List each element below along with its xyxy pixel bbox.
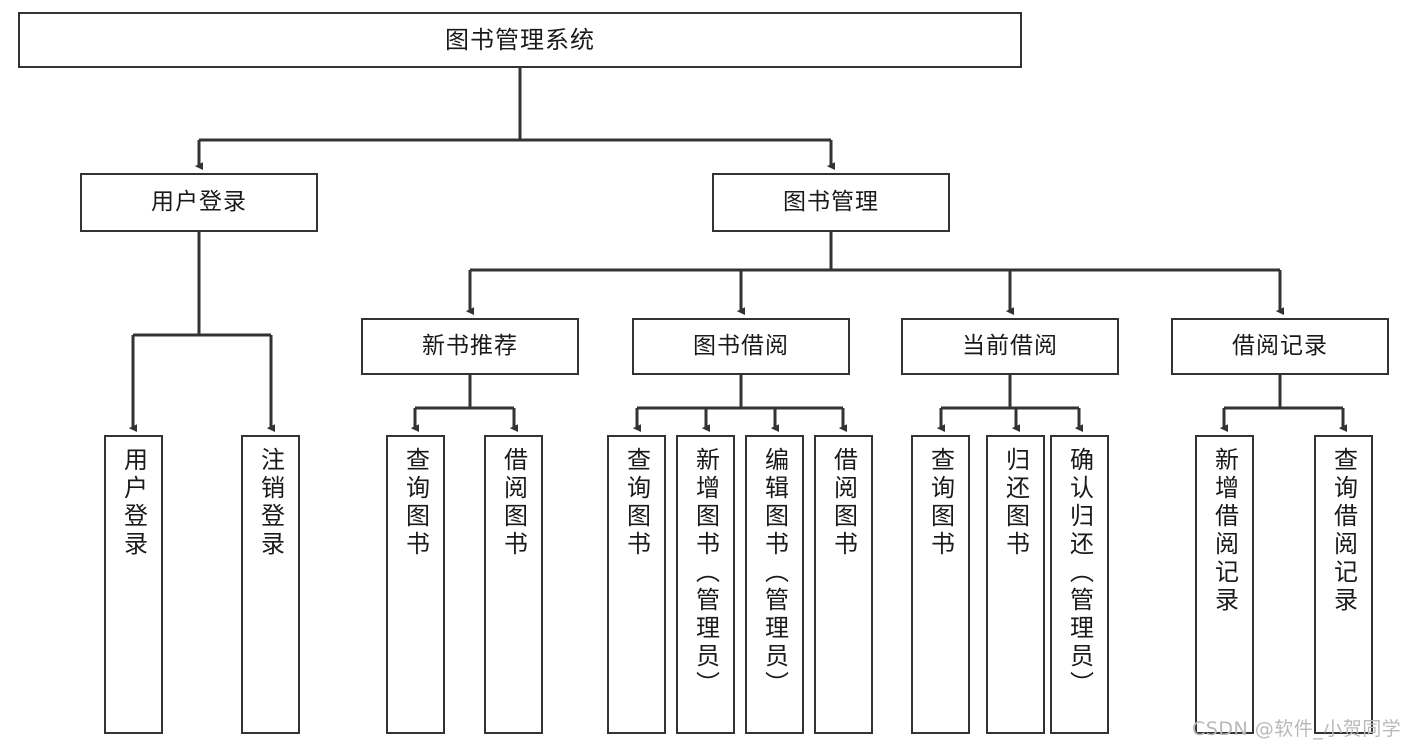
node-leaf-borrow-book-1-label: 借阅图书 bbox=[499, 447, 528, 559]
node-leaf-query-book-1[interactable]: 查询图书 bbox=[386, 435, 445, 734]
node-leaf-return-book-label: 归还图书 bbox=[1001, 447, 1030, 559]
node-leaf-query-book-3[interactable]: 查询图书 bbox=[911, 435, 970, 734]
node-leaf-query-book-2[interactable]: 查询图书 bbox=[607, 435, 666, 734]
node-leaf-borrow-book-1[interactable]: 借阅图书 bbox=[484, 435, 543, 734]
node-leaf-query-book-3-label: 查询图书 bbox=[926, 447, 955, 559]
node-leaf-confirm-return[interactable]: 确认归还（管理员） bbox=[1050, 435, 1109, 734]
node-leaf-add-book[interactable]: 新增图书（管理员） bbox=[676, 435, 735, 734]
node-leaf-user-login-label: 用户登录 bbox=[119, 447, 148, 559]
node-current-borrow-label: 当前借阅 bbox=[962, 332, 1058, 359]
node-leaf-borrow-book-2-label: 借阅图书 bbox=[829, 447, 858, 559]
node-leaf-edit-book-label: 编辑图书（管理员） bbox=[760, 447, 789, 699]
node-book-manage-label: 图书管理 bbox=[783, 188, 879, 215]
node-new-book-rec-label: 新书推荐 bbox=[422, 332, 518, 359]
node-borrow-record-label: 借阅记录 bbox=[1232, 332, 1328, 359]
node-user-login-label: 用户登录 bbox=[151, 188, 247, 215]
node-current-borrow[interactable]: 当前借阅 bbox=[901, 318, 1119, 375]
node-leaf-add-record-label: 新增借阅记录 bbox=[1210, 447, 1239, 615]
node-leaf-query-book-2-label: 查询图书 bbox=[622, 447, 651, 559]
node-leaf-logout[interactable]: 注销登录 bbox=[241, 435, 300, 734]
node-leaf-query-book-1-label: 查询图书 bbox=[401, 447, 430, 559]
node-book-manage[interactable]: 图书管理 bbox=[712, 173, 950, 232]
node-user-login[interactable]: 用户登录 bbox=[80, 173, 318, 232]
node-leaf-query-record-label: 查询借阅记录 bbox=[1329, 447, 1358, 615]
node-book-borrow-label: 图书借阅 bbox=[693, 332, 789, 359]
node-leaf-user-login[interactable]: 用户登录 bbox=[104, 435, 163, 734]
node-leaf-add-book-label: 新增图书（管理员） bbox=[691, 447, 720, 699]
node-leaf-return-book[interactable]: 归还图书 bbox=[986, 435, 1045, 734]
node-leaf-add-record[interactable]: 新增借阅记录 bbox=[1195, 435, 1254, 734]
node-root-label: 图书管理系统 bbox=[445, 25, 595, 54]
node-leaf-edit-book[interactable]: 编辑图书（管理员） bbox=[745, 435, 804, 734]
node-leaf-borrow-book-2[interactable]: 借阅图书 bbox=[814, 435, 873, 734]
node-root[interactable]: 图书管理系统 bbox=[18, 12, 1022, 68]
node-leaf-logout-label: 注销登录 bbox=[256, 447, 285, 559]
node-book-borrow[interactable]: 图书借阅 bbox=[632, 318, 850, 375]
node-leaf-query-record[interactable]: 查询借阅记录 bbox=[1314, 435, 1373, 734]
node-new-book-rec[interactable]: 新书推荐 bbox=[361, 318, 579, 375]
node-leaf-confirm-return-label: 确认归还（管理员） bbox=[1065, 447, 1094, 699]
node-borrow-record[interactable]: 借阅记录 bbox=[1171, 318, 1389, 375]
